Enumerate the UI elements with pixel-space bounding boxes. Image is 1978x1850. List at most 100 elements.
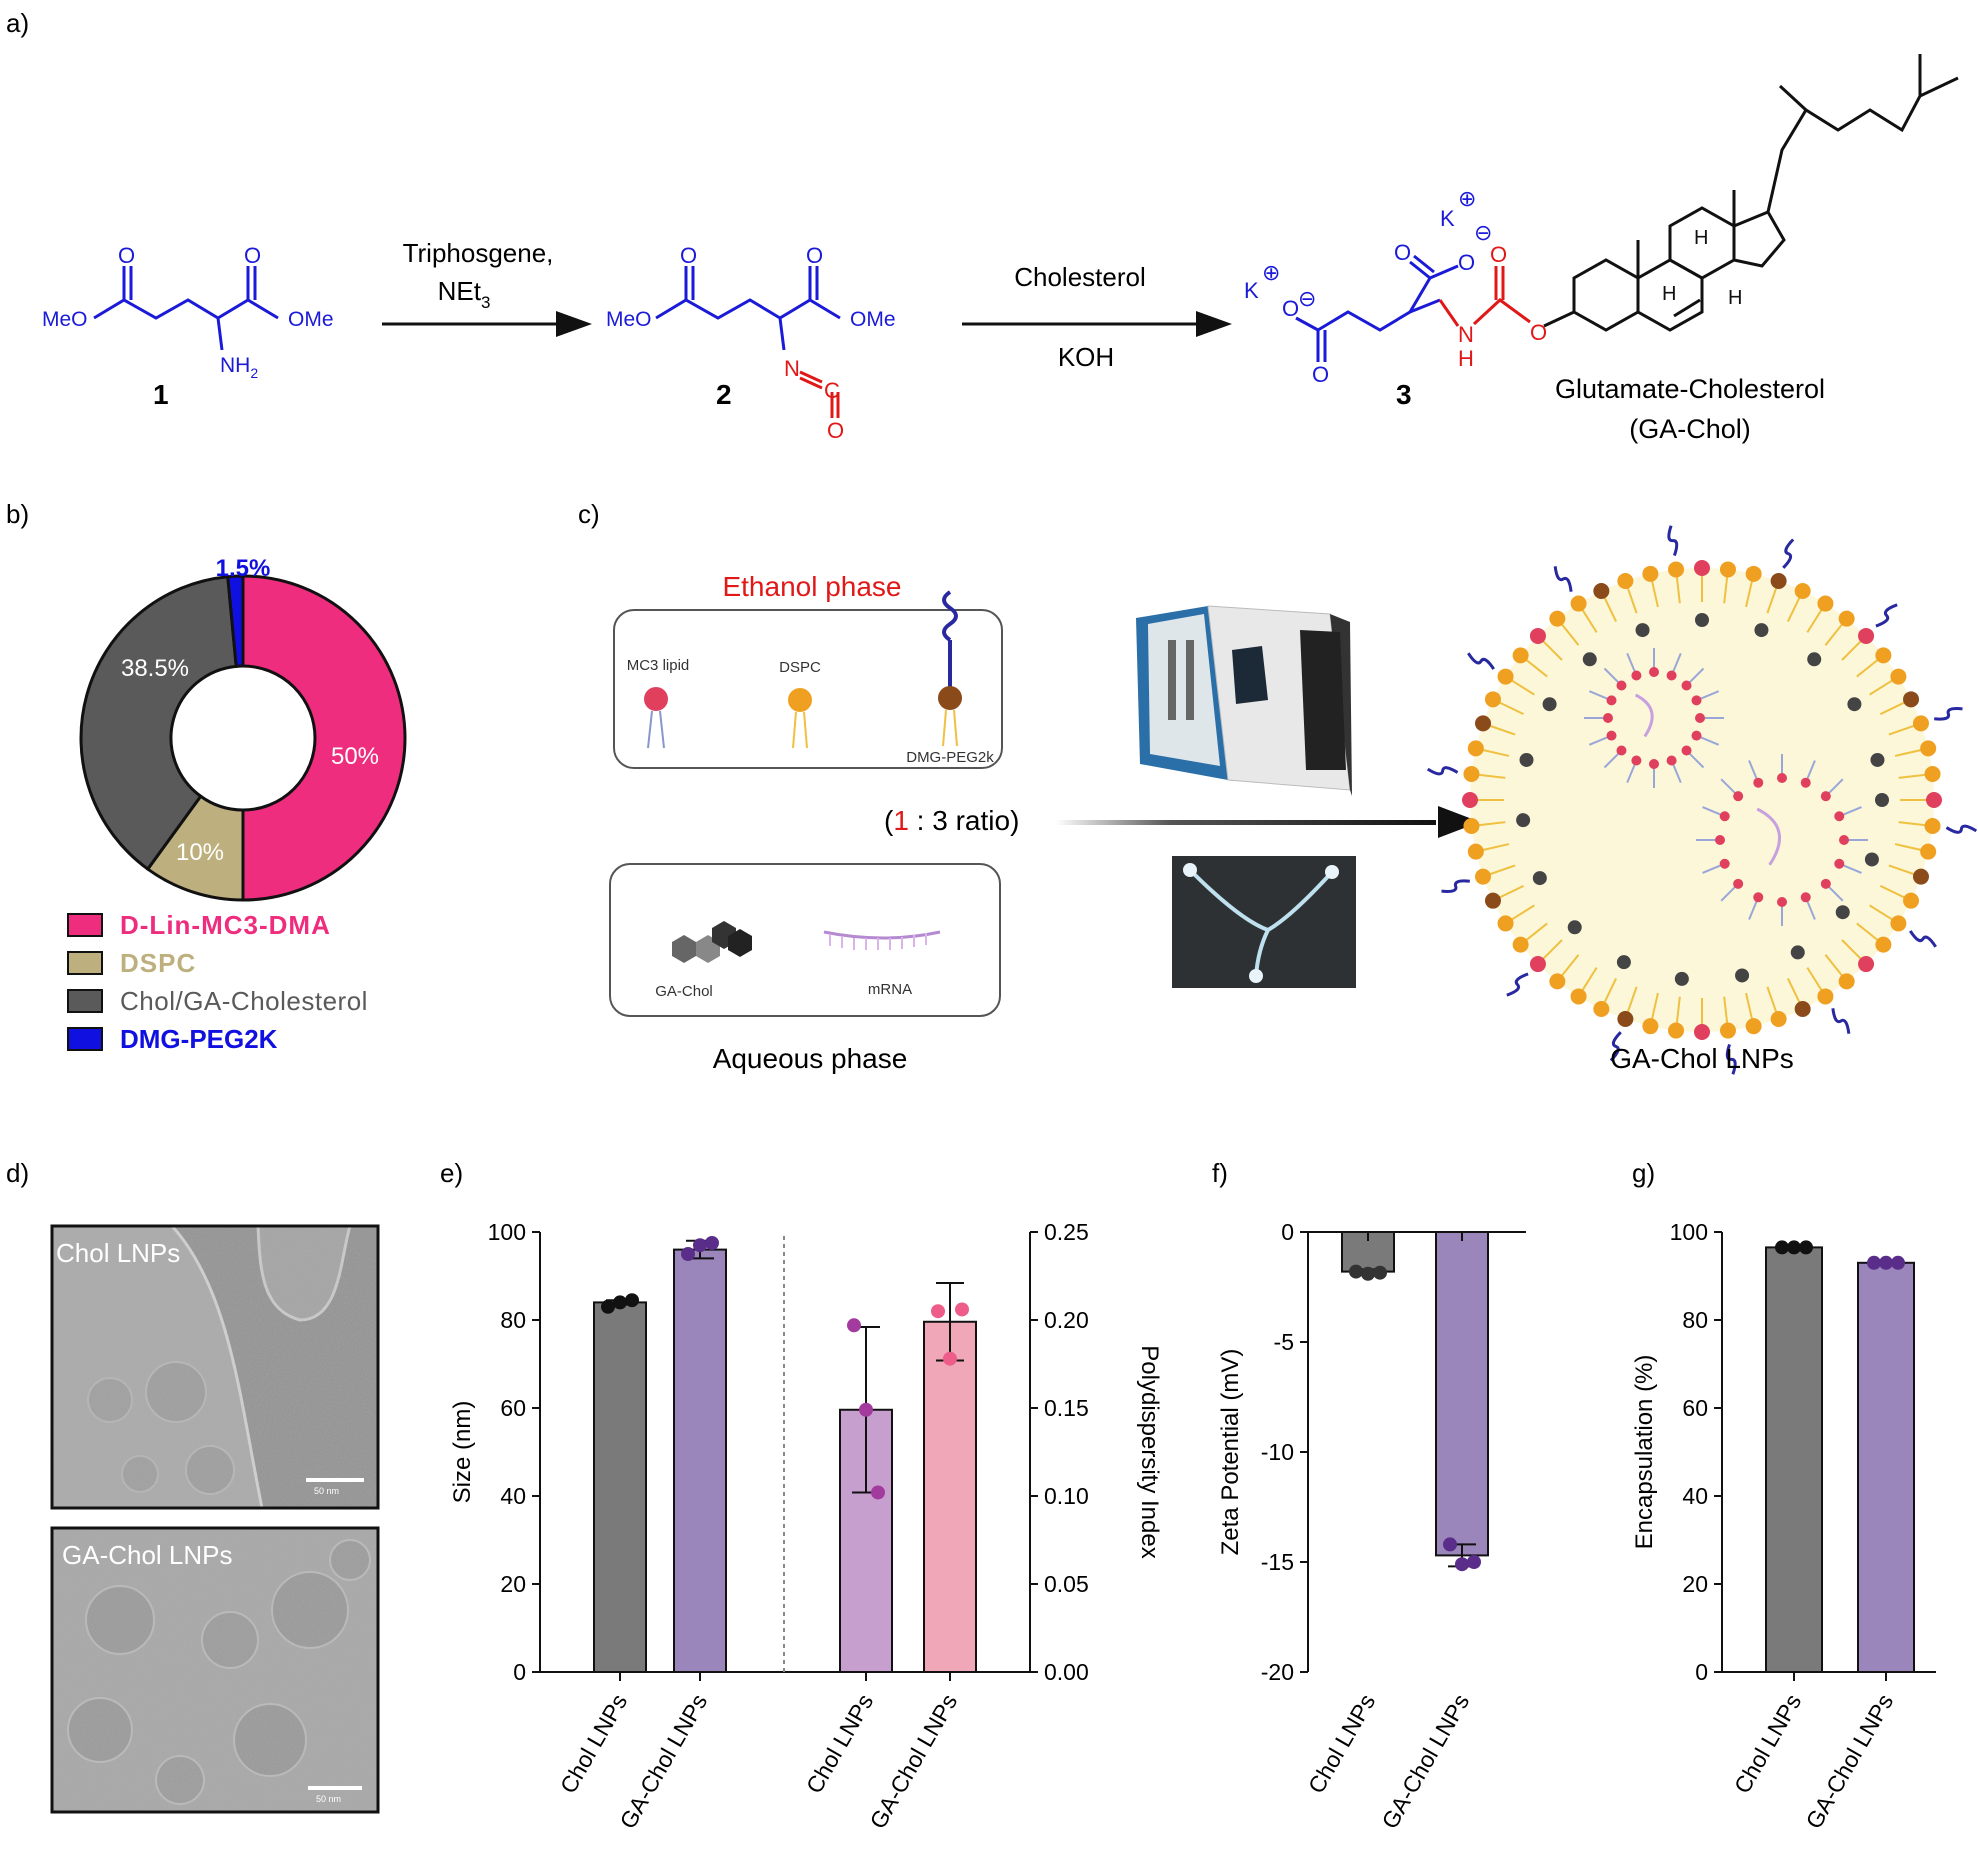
x-tick-label: GA-Chol LNPs — [1376, 1690, 1474, 1834]
micelle-head — [1719, 811, 1730, 822]
lnp-core — [1470, 568, 1934, 1032]
y-tick-label-right: 0.05 — [1044, 1571, 1089, 1597]
cholesterol-mark — [1864, 852, 1879, 867]
y-tick-label: 80 — [500, 1307, 526, 1333]
micelle-head — [1834, 811, 1845, 822]
lipid-head — [1497, 668, 1514, 685]
lipid-head — [1694, 1024, 1710, 1040]
y-tick-label: 60 — [1682, 1395, 1708, 1421]
lipid-head — [1463, 817, 1480, 834]
arrow-head — [556, 311, 592, 337]
ga-chol-label: GA-Chol — [655, 983, 713, 1000]
lipid-head — [1745, 565, 1762, 582]
o-atom: O — [1312, 362, 1329, 387]
reagent-cholesterol: Cholesterol — [1014, 262, 1146, 292]
tem-image-chol-lnps — [50, 1224, 380, 1510]
o-atom: O — [1458, 250, 1475, 275]
potassium-ion: K — [1244, 278, 1259, 303]
micelle-head — [1777, 897, 1787, 907]
data-point — [859, 1402, 873, 1417]
legend-label-mc3: D-Lin-MC3-DMA — [120, 910, 331, 940]
lipid-head — [1694, 560, 1710, 576]
data-point — [1787, 1240, 1801, 1255]
lipid-head — [1475, 715, 1492, 732]
lipid-head — [1467, 740, 1484, 757]
slice-label-peg: 1.5% — [216, 555, 271, 582]
micelle-head — [1777, 773, 1787, 783]
y-axis-title-right: Polydispersity Index — [1136, 1345, 1163, 1558]
aqueous-phase-title: Aqueous phase — [713, 1043, 908, 1074]
data-point — [1349, 1264, 1363, 1279]
data-point — [625, 1293, 639, 1308]
lipid-head — [1475, 868, 1492, 885]
peg-chain — [1506, 972, 1529, 997]
plus-charge: ⊕ — [1262, 260, 1280, 285]
reagent-koh: KOH — [1058, 342, 1114, 372]
data-point — [1373, 1265, 1387, 1280]
micelle-head — [1839, 835, 1849, 845]
lipid-head — [1529, 956, 1546, 973]
data-point — [955, 1302, 969, 1317]
micelle-head — [1834, 858, 1845, 869]
y-tick-label: 0 — [1695, 1659, 1708, 1685]
lnp-particle-illustration — [1426, 525, 1978, 1075]
slice-label-dspc: 10% — [176, 839, 224, 866]
lipid-head — [1770, 1010, 1787, 1027]
x-tick-label: GA-Chol LNPs — [614, 1690, 712, 1834]
data-point — [1799, 1240, 1813, 1255]
legend-label-chol: Chol/GA-Cholesterol — [120, 986, 368, 1016]
tem-scale-bar-label: 50 nm — [316, 1794, 341, 1804]
slice-label-mc3: 50% — [331, 743, 379, 770]
micelle-head — [1800, 777, 1811, 788]
bar — [673, 1248, 727, 1673]
lipid-head — [1912, 868, 1929, 885]
micelle-head — [1631, 670, 1642, 681]
peg-chain — [1467, 652, 1495, 670]
chip-channel-icon — [1183, 863, 1339, 983]
y-tick-label-right: 0.15 — [1044, 1395, 1089, 1421]
microfluidic-mixer-icon — [1136, 605, 1352, 796]
plus-charge: ⊕ — [1458, 186, 1476, 211]
mrna-label: mRNA — [868, 981, 912, 998]
h-atom: H — [1728, 287, 1742, 309]
peg-chain — [1909, 930, 1937, 948]
lipid-head — [1924, 766, 1941, 783]
o-atom: O — [1530, 320, 1547, 345]
lipid-head — [1794, 1001, 1811, 1018]
composition-legend: D-Lin-MC3-DMA DSPC Chol/GA-Cholesterol D… — [67, 910, 368, 1054]
cholesterol-mark — [1754, 623, 1769, 638]
lipid-head — [1838, 973, 1855, 990]
data-point — [847, 1318, 861, 1333]
bar — [1765, 1246, 1823, 1674]
lipid-head — [1817, 988, 1834, 1005]
lipid-head — [1512, 936, 1529, 953]
bar — [593, 1301, 647, 1674]
lipid-head — [1924, 817, 1941, 834]
legend-label-dspc: DSPC — [120, 948, 196, 978]
lipid-head — [1903, 691, 1920, 708]
donut-slice-4 — [226, 574, 245, 668]
mc3-lipid-label: MC3 lipid — [627, 657, 690, 674]
lipid-head — [1920, 740, 1937, 757]
y-axis-title: Encapsulation (%) — [1631, 1355, 1658, 1550]
lipid-head — [1593, 1001, 1610, 1018]
lipid-head — [1497, 915, 1514, 932]
micelle-head — [1616, 745, 1627, 756]
data-point — [705, 1236, 719, 1250]
legend-swatch-mc3 — [67, 913, 103, 937]
lipid-head — [1668, 1022, 1685, 1039]
y-tick-label-right: 0.00 — [1044, 1659, 1089, 1685]
cholesterol-mark — [1616, 955, 1631, 970]
lipid-head — [1484, 691, 1501, 708]
cholesterol-mark — [1870, 752, 1885, 767]
y-tick-label-right: 0.10 — [1044, 1483, 1089, 1509]
lipid-head — [1570, 595, 1587, 612]
mrna-strand-icon — [823, 930, 941, 950]
data-point — [1867, 1255, 1881, 1270]
tem-image-ga-chol-lnps — [50, 1526, 380, 1814]
nh-group: N — [1458, 322, 1474, 347]
minus-charge: ⊖ — [1298, 286, 1316, 311]
ga-chol-molecule-icon — [672, 921, 752, 963]
